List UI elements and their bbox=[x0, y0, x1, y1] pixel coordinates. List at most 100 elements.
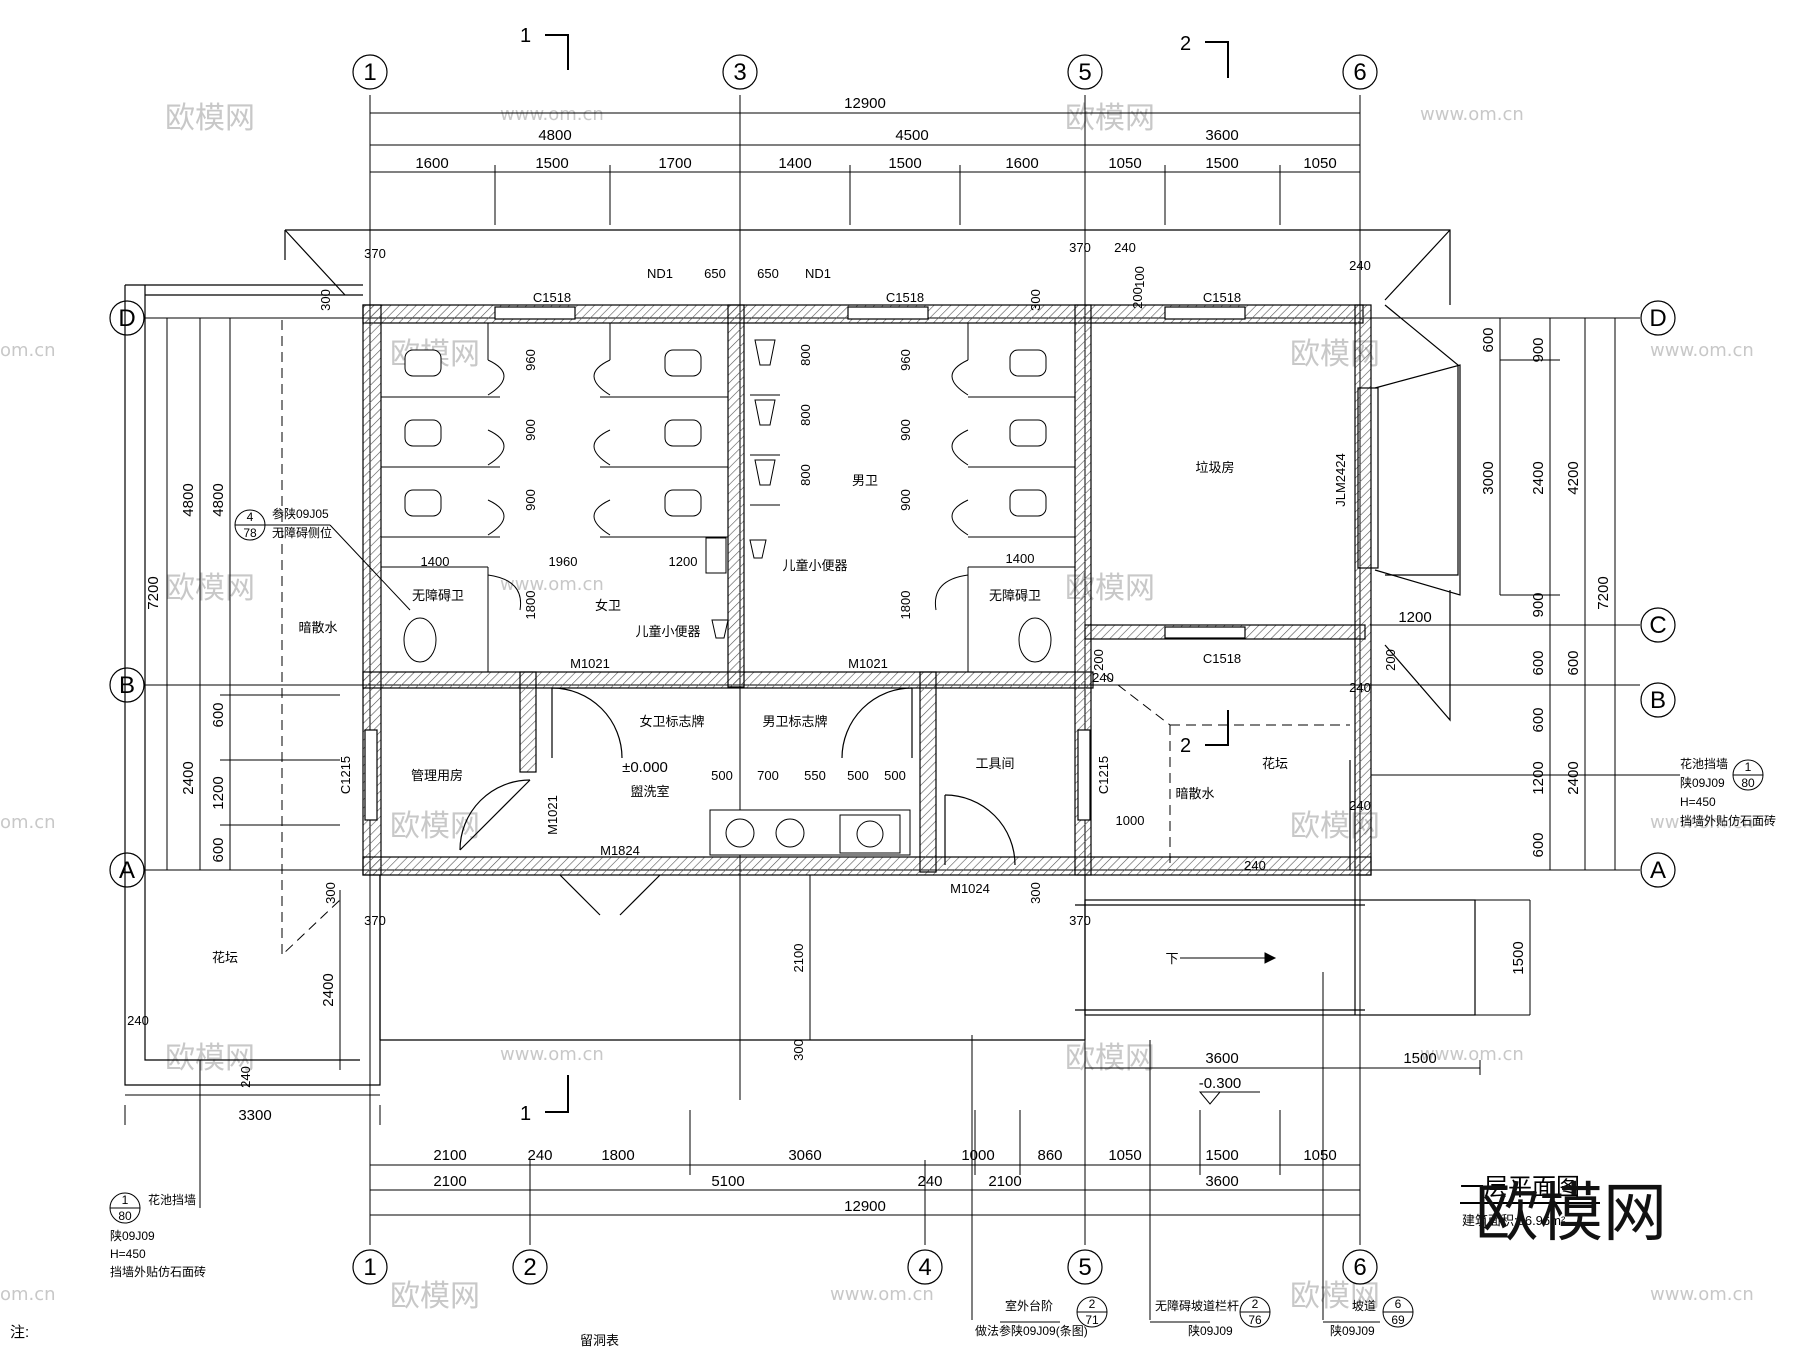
dim-label: 900 bbox=[898, 419, 913, 441]
callout-number: 69 bbox=[1391, 1313, 1405, 1327]
dim-label: 240 bbox=[527, 1147, 552, 1164]
dim-text-left: 7200 4800 4800 2400 600 1200 600 2400 33… bbox=[145, 483, 337, 1124]
section-markers bbox=[545, 34, 1229, 1113]
dim-label: 370 bbox=[364, 246, 386, 261]
watermark: 欧模网 bbox=[1065, 1041, 1155, 1076]
toilet-icon bbox=[404, 489, 442, 517]
toilets bbox=[403, 339, 1052, 663]
callout-text: 陕09J09 bbox=[1330, 1323, 1375, 1338]
dim-label: 600 bbox=[1530, 832, 1547, 857]
dim-label: 1500 bbox=[535, 155, 568, 172]
dim-label: 2400 bbox=[180, 761, 197, 794]
dim-label: 1400 bbox=[1006, 551, 1035, 566]
dim-label: 2100 bbox=[791, 944, 806, 973]
dim-label: 240 bbox=[1349, 798, 1371, 813]
room-label: 花坛 bbox=[1262, 756, 1288, 771]
dim-label: 300 bbox=[318, 289, 333, 311]
callout-text: 陕09J09 bbox=[110, 1228, 155, 1243]
dim-label: 7200 bbox=[1595, 576, 1612, 609]
dim-label: 1200 bbox=[210, 776, 227, 809]
toilet-icon bbox=[664, 349, 702, 377]
opening-label: ND1 bbox=[805, 266, 831, 281]
dim-label: 650 bbox=[704, 266, 726, 281]
dim-label: 500 bbox=[711, 768, 733, 783]
callout-text: 坡道 bbox=[1352, 1299, 1376, 1313]
fixture-label: 儿童小便器 bbox=[635, 624, 700, 639]
dim-label: 2100 bbox=[433, 1147, 466, 1164]
watermark-url: www.om.cn bbox=[500, 104, 604, 125]
area-label: 建筑面积:86.96m² bbox=[1462, 1213, 1566, 1228]
callout-numbers: 4 78 1 80 1 80 2 71 2 76 6 69 bbox=[118, 510, 1755, 1327]
callout-number: 78 bbox=[243, 526, 257, 540]
dim-label: 240 bbox=[1114, 240, 1136, 255]
axis-label: 6 bbox=[1353, 59, 1366, 86]
dim-label: 700 bbox=[757, 768, 779, 783]
callout-text: 花池挡墙 bbox=[148, 1192, 196, 1207]
room-label: 盥洗室 bbox=[630, 784, 669, 799]
dim-label: 1400 bbox=[778, 155, 811, 172]
dim-label: 1050 bbox=[1303, 1147, 1336, 1164]
title-block: 一层平面图 建筑面积:86.96m² 欧模网 bbox=[1460, 1174, 1667, 1251]
dim-label: 1400 bbox=[421, 554, 450, 569]
dim-label: 600 bbox=[210, 837, 227, 862]
ramp-label: 下 bbox=[1165, 951, 1178, 966]
axis-label: D bbox=[118, 305, 135, 332]
dim-label: 370 bbox=[1069, 240, 1091, 255]
room-label: 管理用房 bbox=[411, 768, 463, 783]
roof-outline bbox=[284, 229, 1459, 722]
dim-label: 1200 bbox=[669, 554, 698, 569]
room-label: 花坛 bbox=[212, 950, 238, 965]
dim-lines-top bbox=[370, 112, 1360, 225]
toilet-icon bbox=[1009, 489, 1047, 517]
toilet-icon bbox=[404, 419, 442, 447]
elevation-label: -0.300 bbox=[1199, 1075, 1242, 1092]
axis-label: 5 bbox=[1078, 1254, 1091, 1281]
dim-label: 800 bbox=[798, 344, 813, 366]
axis-labels: 1 3 5 6 1 2 4 5 6 D B A D C B A bbox=[118, 59, 1666, 1281]
callout-number: 1 bbox=[122, 1193, 129, 1207]
door-label: M1021 bbox=[570, 656, 610, 671]
axis-label: 1 bbox=[363, 59, 376, 86]
axis-label: D bbox=[1649, 305, 1666, 332]
urinal-icon bbox=[754, 339, 776, 366]
room-label: 男卫 bbox=[852, 473, 878, 488]
watermark: 欧模网 bbox=[390, 1279, 480, 1314]
dim-label: 600 bbox=[1530, 650, 1547, 675]
watermark-url: om.cn bbox=[0, 340, 56, 361]
callout-text: 室外台阶 bbox=[1005, 1298, 1053, 1313]
dim-label: 200 bbox=[1383, 649, 1398, 671]
dim-label: 860 bbox=[1037, 1147, 1062, 1164]
drawing-title: 一层平面图 bbox=[1460, 1174, 1580, 1201]
axis-label: 1 bbox=[363, 1254, 376, 1281]
watermark-url: www.om.cn bbox=[830, 1284, 934, 1305]
dim-label: 1500 bbox=[1205, 155, 1238, 172]
window-label: C1518 bbox=[1203, 651, 1241, 666]
dim-label: 1500 bbox=[1510, 941, 1527, 974]
callout-number: 80 bbox=[118, 1209, 132, 1223]
sink-icon bbox=[856, 820, 884, 848]
dim-text-bottom: 2100 240 1800 3060 1000 860 1050 1500 10… bbox=[433, 1050, 1436, 1215]
window-label: C1518 bbox=[533, 290, 571, 305]
callout-number: 2 bbox=[1252, 1297, 1259, 1311]
dim-label: 3600 bbox=[1205, 1173, 1238, 1190]
watermark: 欧模网 bbox=[390, 809, 480, 844]
watermark-url: www.om.cn bbox=[1650, 340, 1754, 361]
dim-text-right: 7200 4200 2400 600 2400 600 900 3000 900… bbox=[1398, 327, 1612, 974]
callout-text: 做法参陕09J09(条图) bbox=[975, 1323, 1088, 1338]
dim-label: 3300 bbox=[238, 1107, 271, 1124]
callout-number: 6 bbox=[1395, 1297, 1402, 1311]
dim-label: 900 bbox=[1530, 337, 1547, 362]
dim-label: 1500 bbox=[888, 155, 921, 172]
toilet-icon bbox=[1009, 349, 1047, 377]
section-label: 2 bbox=[1180, 33, 1191, 55]
sinks bbox=[709, 809, 911, 856]
section-label: 1 bbox=[520, 1103, 531, 1125]
room-label: 无障碍卫 bbox=[989, 588, 1041, 603]
notes: 注: 留洞表 bbox=[10, 1324, 619, 1348]
callout-number: 80 bbox=[1741, 776, 1755, 790]
dim-label: 240 bbox=[1092, 670, 1114, 685]
axis-bubbles bbox=[109, 54, 1676, 1285]
dim-label: 5100 bbox=[711, 1173, 744, 1190]
dim-label: 240 bbox=[917, 1173, 942, 1190]
dim-label: 1200 bbox=[1530, 761, 1547, 794]
